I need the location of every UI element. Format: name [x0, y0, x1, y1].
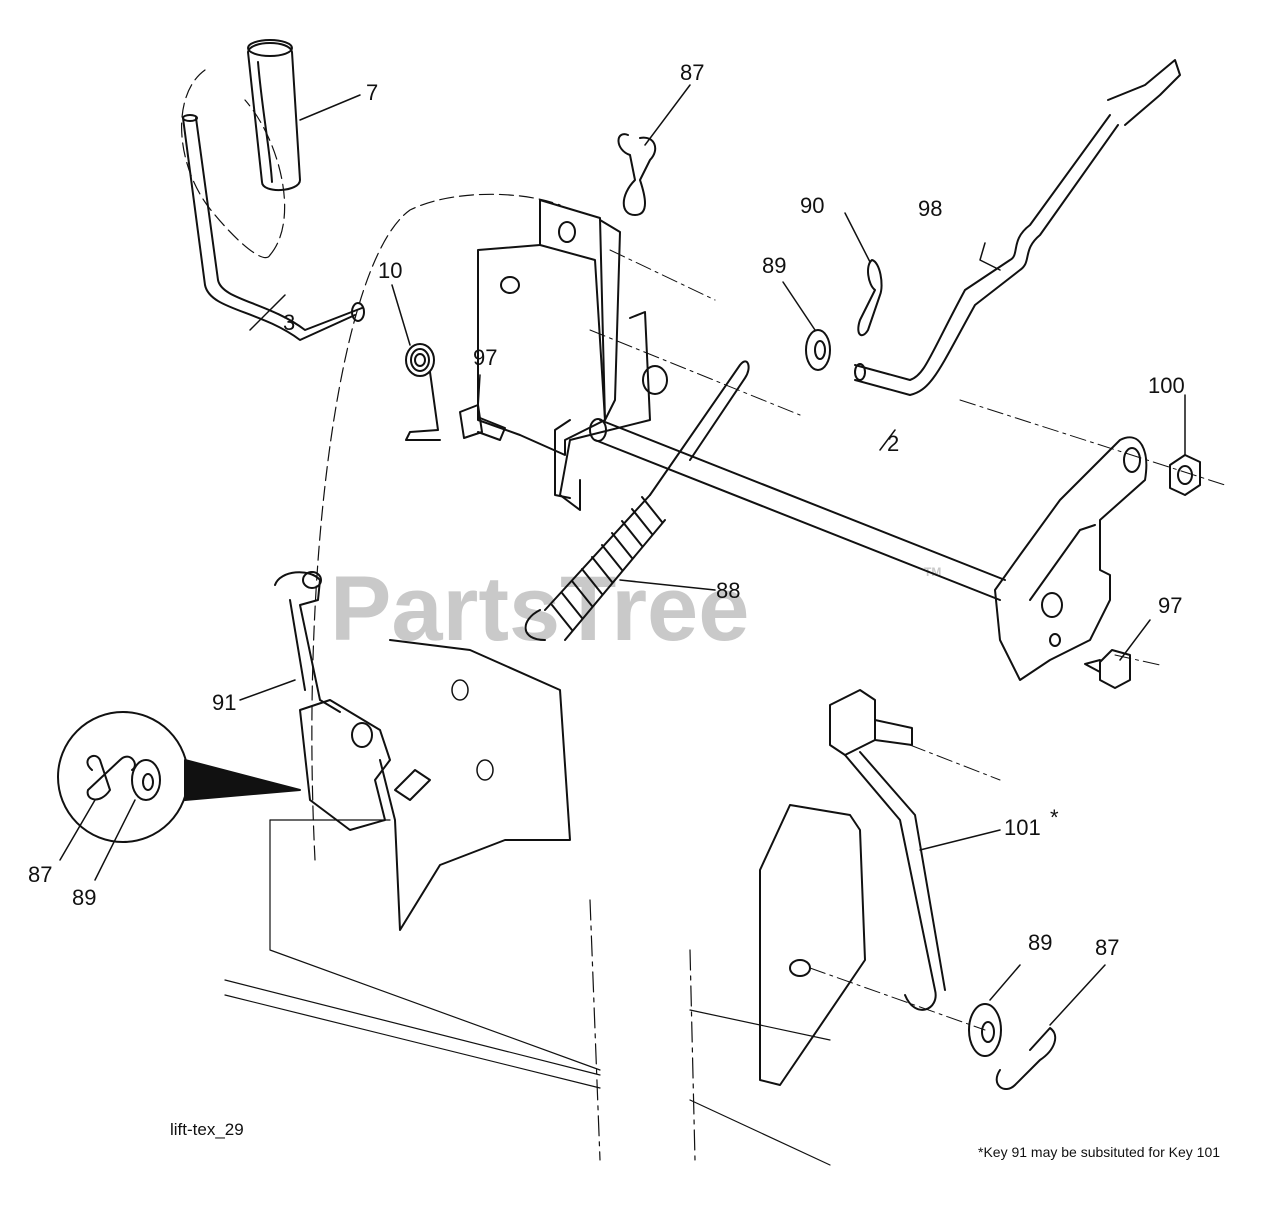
link-part-101	[829, 689, 946, 1011]
grip-part-7	[247, 39, 301, 191]
callout-90: 90	[800, 193, 824, 218]
washer-part-89-top	[805, 329, 831, 371]
link-part-91	[274, 571, 341, 713]
detail-inset	[57, 711, 301, 843]
hairpin-part-90	[857, 259, 883, 337]
callout-87-top: 87	[680, 60, 704, 85]
callout-87-left: 87	[28, 862, 52, 887]
assembly-lines	[589, 249, 1226, 1031]
deck-outline-left	[224, 819, 601, 1161]
lift-shaft-part-2	[589, 418, 1006, 601]
callout-88: 88	[716, 578, 740, 603]
lower-bracket-left	[299, 639, 571, 931]
callout-91: 91	[212, 690, 236, 715]
diagram-id: lift-tex_29	[170, 1120, 244, 1139]
callout-101-asterisk: *	[1050, 805, 1059, 830]
callout-97-left: 97	[473, 345, 497, 370]
bolt-part-97-right	[1084, 649, 1131, 689]
lower-bracket-right	[689, 804, 866, 1166]
guide-arc	[311, 193, 561, 861]
callout-3: 3	[283, 310, 295, 335]
callout-2: 2	[887, 431, 899, 456]
torsion-spring-part-10	[405, 343, 441, 441]
callout-100: 100	[1148, 373, 1185, 398]
callout-89-top: 89	[762, 253, 786, 278]
callout-87-bottom: 87	[1095, 935, 1119, 960]
lift-lever-part-3	[182, 114, 365, 341]
rod-part-98	[854, 59, 1181, 396]
bolt-part-97-left	[459, 404, 506, 441]
callout-7: 7	[366, 80, 378, 105]
watermark: PartsTree	[330, 558, 749, 660]
callout-labels: 7 87 98 90 89 3 10 97 2 100 88 97 91 101…	[28, 60, 1185, 960]
guide-ellipse	[181, 69, 271, 259]
pivot-bracket	[477, 199, 668, 511]
nut-part-100	[1169, 454, 1201, 496]
callout-98: 98	[918, 196, 942, 221]
callout-10: 10	[378, 258, 402, 283]
lift-arm-right	[994, 436, 1148, 681]
footnote: *Key 91 may be subsituted for Key 101	[978, 1144, 1220, 1160]
washer-part-89-bottom	[968, 1003, 1002, 1057]
callout-89-bottom: 89	[1028, 930, 1052, 955]
hairpin-part-87-top	[617, 133, 657, 216]
callout-101: 101	[1004, 815, 1041, 840]
callout-89-left: 89	[72, 885, 96, 910]
hairpin-part-87-bottom	[995, 1027, 1057, 1090]
extension-spring-part-88	[524, 360, 750, 641]
callout-97-right: 97	[1158, 593, 1182, 618]
leader-lines	[59, 84, 1186, 1026]
